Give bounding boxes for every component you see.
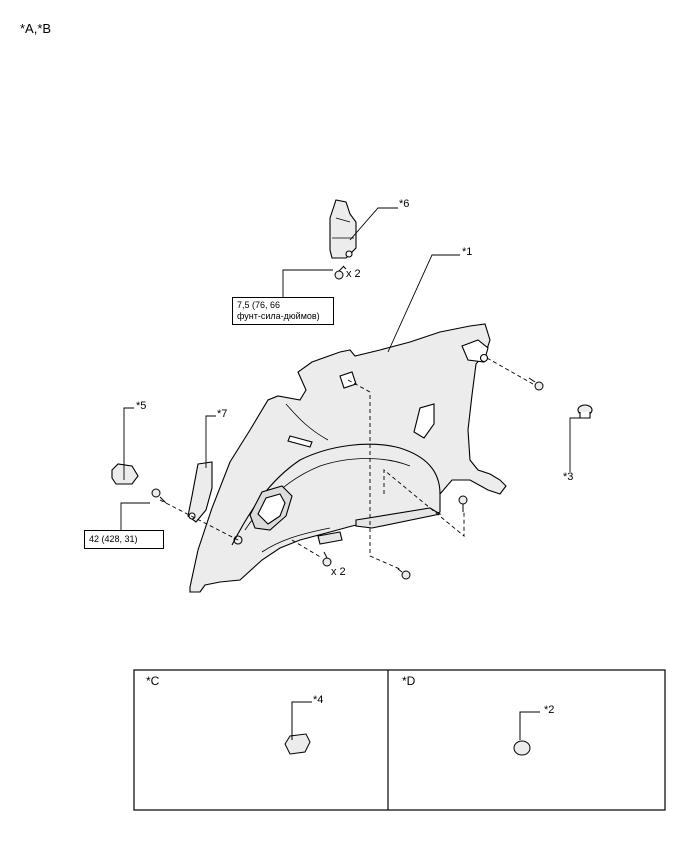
torque-top-line-2: фунт-сила-дюймов) bbox=[237, 311, 320, 321]
inset-label-d: *D bbox=[402, 674, 416, 688]
bolt-center-lower bbox=[322, 551, 332, 567]
callout-4: *4 bbox=[313, 694, 324, 706]
clip-part-3 bbox=[577, 404, 593, 419]
torque-bottom-value: 42 (428, 31) bbox=[89, 534, 138, 544]
bolt-mid bbox=[458, 495, 468, 512]
inset-part-2 bbox=[513, 711, 540, 756]
callout-3: *3 bbox=[563, 471, 574, 483]
view-label: *A,*B bbox=[20, 21, 52, 36]
install-lines bbox=[159, 357, 534, 571]
quantity-label-top: x 2 bbox=[346, 268, 361, 280]
callout-6: *6 bbox=[399, 198, 410, 210]
inset-label-c: *C bbox=[146, 674, 160, 688]
bolt-bottom bbox=[397, 568, 411, 580]
inset-frame bbox=[133, 669, 666, 811]
callout-1: *1 bbox=[462, 246, 473, 258]
belt-guide-part-7 bbox=[187, 461, 213, 523]
bolt-left bbox=[151, 488, 167, 504]
inset-part-4 bbox=[284, 701, 312, 755]
callout-5: *5 bbox=[136, 400, 147, 412]
torque-top-line-1: 7,5 (76, 66 bbox=[237, 300, 281, 310]
leader-lines bbox=[120, 207, 582, 530]
torque-box-top: 7,5 (76, 66 фунт-сила-дюймов) bbox=[232, 297, 334, 325]
bolt-top bbox=[334, 265, 347, 280]
bolts bbox=[151, 265, 544, 580]
callout-7: *7 bbox=[217, 408, 228, 420]
cap-part-5 bbox=[111, 463, 139, 485]
torque-box-bottom: 42 (428, 31) bbox=[84, 530, 164, 549]
bolt-right bbox=[528, 377, 544, 391]
quantity-label-bottom: x 2 bbox=[331, 566, 346, 578]
quarter-trim-panel bbox=[189, 323, 507, 593]
bracket-part-6 bbox=[329, 199, 357, 259]
callout-2: *2 bbox=[544, 704, 555, 716]
